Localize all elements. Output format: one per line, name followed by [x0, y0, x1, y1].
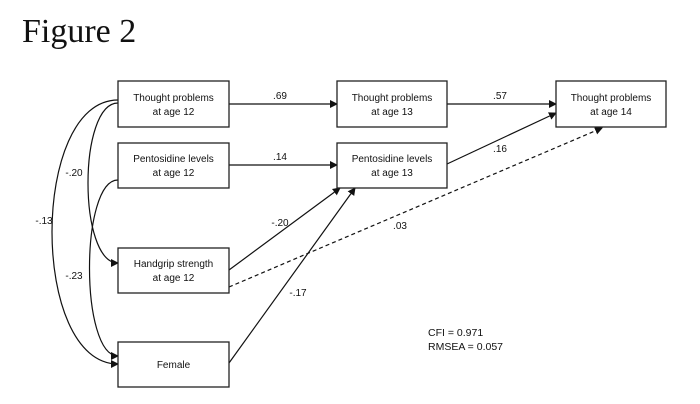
- node-pentosidine-12: Pentosidine levels at age 12: [117, 142, 230, 189]
- svg-text:at age 13: at age 13: [371, 168, 413, 179]
- path-pento13-thought14: [446, 112, 557, 165]
- node-handgrip-12: Handgrip strength at age 12: [117, 247, 230, 294]
- model-fit: CFI = 0.971 RMSEA = 0.057: [428, 326, 503, 354]
- node-thought-problems-12: Thought problems at age 12: [117, 80, 230, 128]
- node-female: Female: [117, 341, 230, 388]
- path-grip12-pento13: [228, 187, 341, 271]
- svg-text:Thought problems: Thought problems: [571, 93, 652, 104]
- figure-title: Figure 2: [22, 13, 137, 50]
- label-grip12-pento13: -.20: [271, 218, 289, 229]
- label-corr-thought12-female: -.13: [35, 216, 53, 227]
- label-corr-pento12-female: -.23: [65, 271, 83, 282]
- label-corr-thought12-grip12: -.20: [65, 168, 83, 179]
- svg-text:at age 13: at age 13: [371, 107, 413, 118]
- svg-text:at age 14: at age 14: [590, 107, 632, 118]
- node-pentosidine-13: Pentosidine levels at age 13: [336, 142, 448, 189]
- corr-thought12-female: [51, 95, 126, 368]
- path-female-pento13: [228, 187, 356, 364]
- label-thought12-thought13: .69: [273, 91, 287, 102]
- fit-rmsea: RMSEA = 0.057: [428, 341, 504, 353]
- label-pento12-pento13: .14: [273, 152, 287, 163]
- label-grip12-thought14: .03: [393, 221, 407, 232]
- svg-text:Female: Female: [157, 360, 191, 371]
- corr-pento12-female: [88, 175, 126, 360]
- fit-cfi: CFI = 0.971: [428, 327, 484, 339]
- label-female-pento13: -.17: [289, 288, 307, 299]
- path-grip12-thought14: [228, 127, 603, 288]
- svg-text:at age 12: at age 12: [153, 107, 195, 118]
- label-pento13-thought14: .16: [493, 144, 507, 155]
- svg-text:at age 12: at age 12: [153, 168, 195, 179]
- svg-text:Handgrip strength: Handgrip strength: [134, 259, 214, 270]
- label-thought13-thought14: .57: [493, 91, 507, 102]
- svg-text:Thought problems: Thought problems: [133, 93, 214, 104]
- svg-text:at age 12: at age 12: [153, 273, 195, 284]
- svg-text:Pentosidine levels: Pentosidine levels: [133, 154, 214, 165]
- svg-text:Pentosidine levels: Pentosidine levels: [352, 154, 433, 165]
- node-thought-problems-14: Thought problems at age 14: [555, 80, 667, 128]
- svg-text:Thought problems: Thought problems: [352, 93, 433, 104]
- corr-thought12-grip12: [87, 98, 126, 267]
- node-thought-problems-13: Thought problems at age 13: [336, 80, 448, 128]
